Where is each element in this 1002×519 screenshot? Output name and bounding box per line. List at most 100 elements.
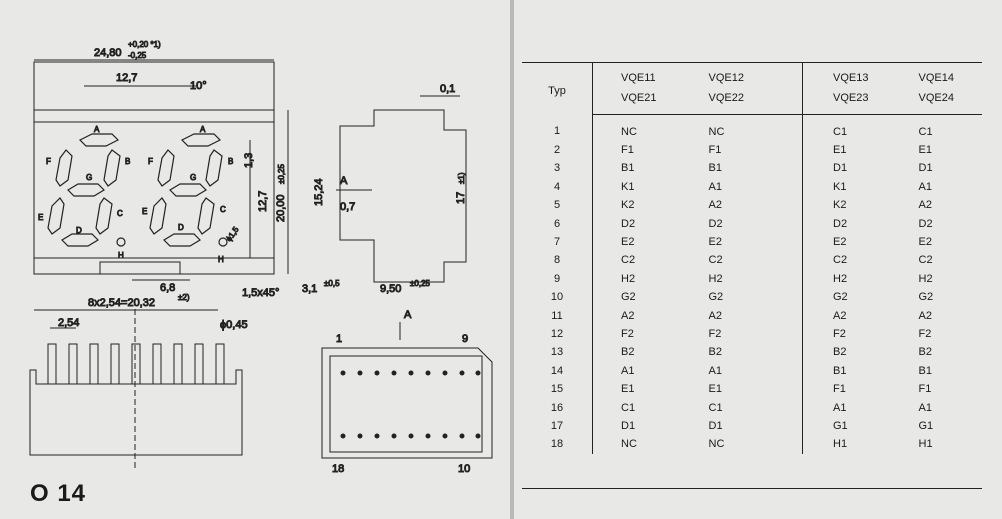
pin-number-cell: 7	[522, 232, 593, 252]
pin-function-cell: G1	[918, 420, 934, 432]
pin-function-cell: B2	[833, 346, 847, 359]
pin-function-cell: B1	[833, 364, 847, 377]
pin-number-cell: 11	[522, 306, 593, 325]
height-dimension: 20,00	[275, 194, 287, 222]
side-depth-tolerance: ±0,25	[410, 279, 431, 288]
pin-function-cell: A2	[918, 309, 932, 322]
header-vqe12: VQE12	[695, 62, 803, 88]
pin-function-cell: C1	[621, 401, 636, 414]
front-view-foot	[99, 261, 181, 275]
pin-function-cell: H2	[833, 272, 848, 285]
pin-function-cell: B2	[695, 343, 803, 362]
pin-function-cell: H2	[695, 269, 803, 289]
height-tolerance: ±0,25	[277, 163, 286, 184]
segment-label-e2: E	[142, 207, 147, 216]
header-vqe11: VQE11	[621, 72, 656, 84]
chamfer-dimension: 1,5x45°	[242, 287, 279, 299]
side-total-dimension: 17	[455, 192, 467, 204]
segment-label-b2: B	[228, 157, 233, 166]
pin-function-cell: B2	[621, 346, 635, 359]
side-view-outline	[339, 109, 467, 283]
pin-function-cell: A2	[918, 199, 932, 212]
dimension-drawing: 24,80 +0,20 *1) -0,25 12,7 10°	[29, 40, 493, 476]
pin-function-cell: A2	[695, 306, 803, 325]
segment-label-g2: G	[190, 173, 196, 182]
segment-label-c2: C	[220, 205, 226, 214]
header-vqe14: VQE14	[918, 72, 954, 84]
pin-number-10: 10	[458, 463, 470, 475]
pin-row-dimension: 8x2,54=20,32	[88, 297, 155, 309]
pin-function-cell: D2	[833, 217, 848, 230]
view-arrow-a: A	[340, 175, 348, 187]
width-dimension: 24,80	[94, 47, 122, 59]
pin-function-cell: A1	[918, 180, 932, 193]
pin-function-cell: E1	[695, 380, 803, 399]
pin-function-cell: H2	[621, 272, 636, 285]
segment-label-h1: H	[118, 251, 124, 260]
pin-function-cell: F2	[918, 327, 932, 340]
pin-function-cell: F1	[833, 383, 846, 396]
pin-number-cell: 9	[522, 269, 593, 289]
segment-height-dimension: 12,7	[257, 191, 269, 212]
pin-function-cell: D1	[833, 162, 848, 175]
pin-holes-bottom	[340, 433, 481, 439]
segment-label-f2: F	[148, 157, 153, 166]
pin-function-cell: E2	[695, 232, 803, 252]
pin-function-cell: NC	[695, 435, 803, 454]
pin-number-9: 9	[462, 333, 468, 345]
side-total-tolerance: ±1)	[457, 172, 466, 184]
segment-label-c1: C	[117, 209, 123, 218]
bottom-view-inner	[329, 355, 483, 453]
side-depth-dimension: 9,50	[380, 283, 401, 295]
pin-function-cell: NC	[621, 125, 637, 138]
pin-number-cell: 14	[522, 361, 593, 381]
pin-function-cell: F2	[833, 327, 846, 340]
tilt-angle: 10°	[190, 80, 207, 92]
pin-number-cell: 16	[522, 398, 593, 417]
table-bottom-rule	[522, 488, 982, 489]
pin-function-cell: E2	[621, 235, 635, 248]
segment-label-d1: D	[76, 226, 82, 235]
offset-dimension: 6,8	[160, 282, 175, 294]
pin-function-cell: A1	[918, 401, 932, 414]
pin-function-cell: A1	[695, 361, 803, 381]
pin-function-cell: A1	[695, 177, 803, 197]
segment-label-h2: H	[218, 255, 224, 264]
pin-function-cell: E1	[833, 143, 847, 156]
pin-row	[47, 343, 225, 385]
pin-function-cell: C2	[621, 254, 636, 267]
pin-number-cell: 1	[522, 114, 593, 141]
pin-function-cell: D1	[918, 162, 933, 175]
pin-number-cell: 8	[522, 251, 593, 270]
pin-function-cell: K2	[833, 199, 847, 212]
pin-function-cell: D1	[695, 417, 803, 436]
pin-function-cell: D2	[621, 217, 636, 230]
pin-function-cell: C2	[833, 254, 848, 267]
pin-function-cell: G2	[621, 291, 636, 304]
segment-label-a2: A	[200, 125, 206, 134]
pin-number-cell: 4	[522, 177, 593, 197]
pin-function-cell: F1	[695, 140, 803, 160]
package-label: O 14	[30, 480, 87, 507]
pin-function-cell: B2	[918, 346, 932, 359]
pin-function-cell: B1	[621, 162, 635, 175]
header-vqe24: VQE24	[898, 88, 982, 115]
pin-function-cell: K2	[621, 199, 635, 212]
pin-function-cell: H1	[918, 438, 933, 451]
pin-number-cell: 10	[522, 288, 593, 307]
pin-function-cell: C1	[918, 125, 933, 138]
pin-function-cell: E2	[833, 235, 847, 248]
header-vqe13: VQE13	[833, 72, 869, 84]
pin-number-18: 18	[332, 463, 344, 475]
pin-number-cell: 13	[522, 343, 593, 362]
